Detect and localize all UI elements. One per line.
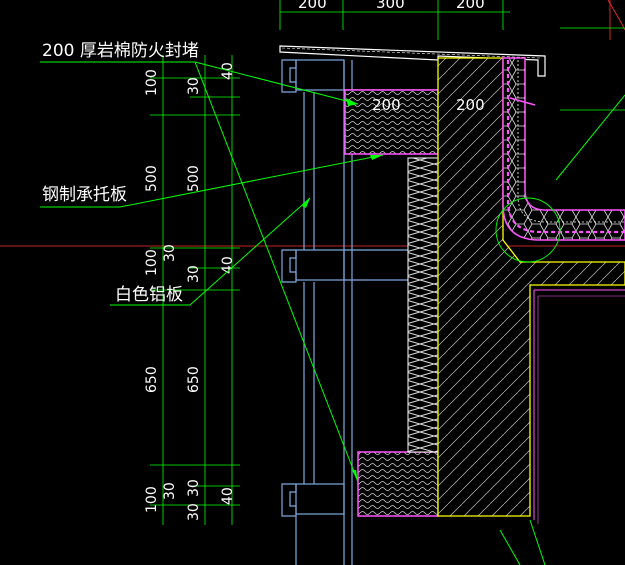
left-dim-100-c: 100 bbox=[144, 486, 160, 513]
mid-dim-30-a: 30 bbox=[186, 77, 202, 95]
leader-lines bbox=[40, 61, 625, 565]
top-dim-2: 300 bbox=[376, 0, 405, 12]
mid-dim-650: 650 bbox=[186, 366, 202, 393]
axis-lines bbox=[0, 0, 625, 247]
top-dim-1: 200 bbox=[298, 0, 327, 12]
inner-dim-40-a: 40 bbox=[220, 62, 236, 80]
label-steel-bracket: 钢制承托板 bbox=[42, 185, 127, 205]
mid-dim-30-b: 30 bbox=[162, 244, 178, 262]
inner-dim-40-b: 40 bbox=[220, 256, 236, 274]
left-dimension-texts: 100 500 100 650 100 30 500 30 650 30 40 … bbox=[144, 62, 236, 521]
inner-dim-40-c: 40 bbox=[220, 487, 236, 505]
coping bbox=[279, 45, 546, 77]
top-dimension: 200 300 200 bbox=[279, 0, 510, 40]
left-dim-100-a: 100 bbox=[144, 69, 160, 96]
label-inner-200-b: 200 bbox=[456, 96, 485, 114]
left-dim-650-a: 650 bbox=[144, 366, 160, 393]
top-dim-3: 200 bbox=[456, 0, 485, 12]
roof-insulation bbox=[495, 57, 625, 263]
inner-dim-30-b: 30 bbox=[186, 503, 202, 521]
left-dim-500-a: 500 bbox=[144, 165, 160, 192]
label-white-aluminum: 白色铝板 bbox=[115, 285, 183, 305]
label-inner-200-a: 200 bbox=[372, 96, 401, 114]
inner-dim-30-c: 30 bbox=[186, 479, 202, 497]
mid-dim-30-c: 30 bbox=[162, 482, 178, 500]
insulation-strip bbox=[407, 157, 439, 453]
label-fire-seal: 200 厚岩棉防火封堵 bbox=[42, 41, 199, 61]
concrete-structure bbox=[437, 57, 625, 524]
left-dim-100-b: 100 bbox=[144, 249, 160, 276]
mid-dim-500: 500 bbox=[186, 165, 202, 192]
rockwool-fire-seals bbox=[344, 89, 439, 517]
inner-dim-30-a: 30 bbox=[186, 265, 202, 283]
left-dimensions bbox=[150, 55, 240, 525]
leader-arrows bbox=[302, 98, 383, 482]
